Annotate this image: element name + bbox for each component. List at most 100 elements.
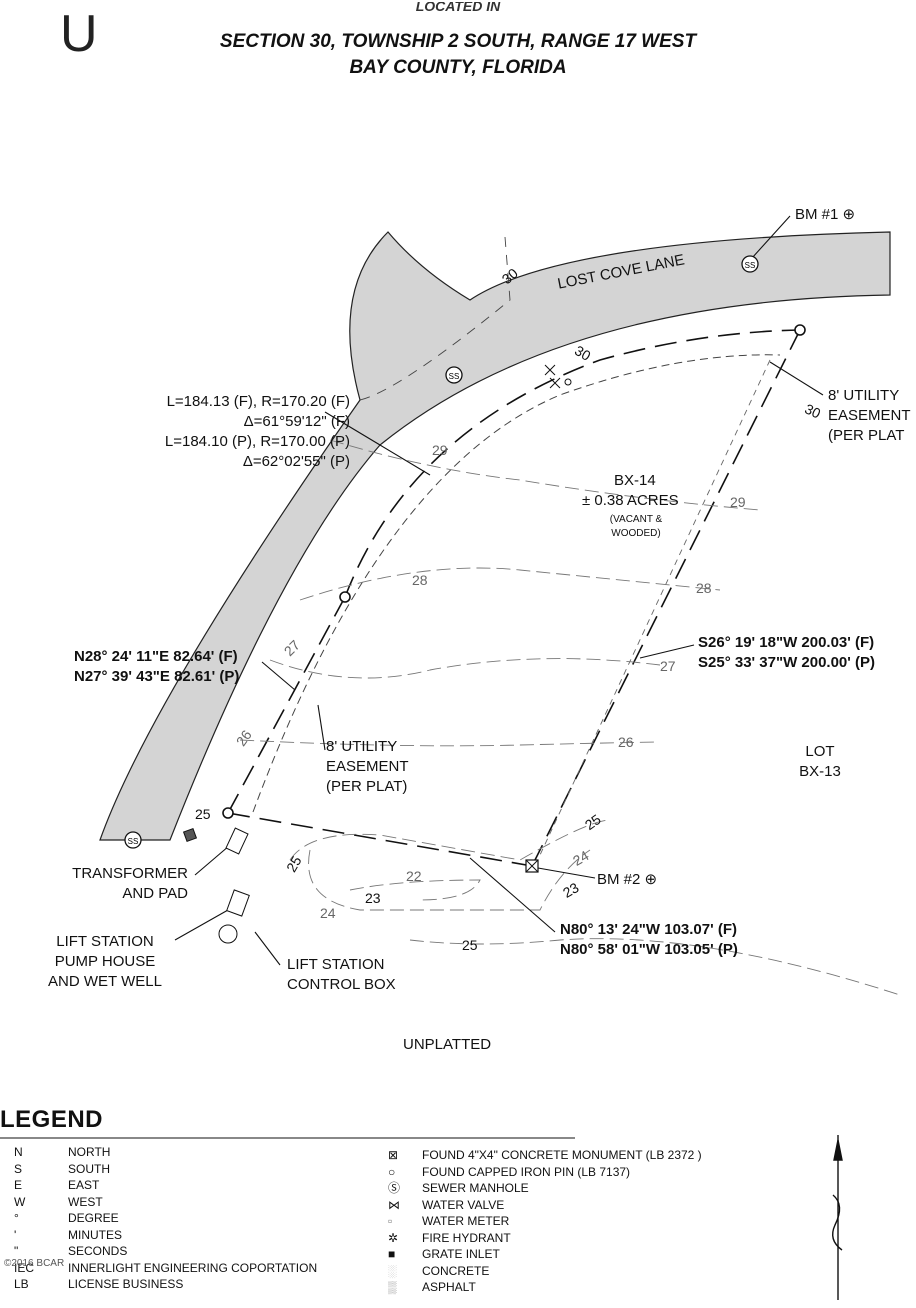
bm2-label: BM #2 ⊕ — [597, 870, 657, 890]
curve-line: L=184.10 (P), R=170.00 (P) — [164, 433, 350, 450]
contour-label: 24 — [320, 905, 336, 921]
legend-text: SECONDS — [68, 1244, 128, 1258]
benchmark-icon: ⊕ — [842, 206, 856, 223]
legend-code: ° — [14, 1211, 19, 1225]
legend-code: N — [14, 1145, 23, 1159]
legend-code: E — [14, 1178, 23, 1192]
curve-line: L=184.13 (F), R=170.20 (F) — [166, 393, 350, 410]
leader-control — [254, 931, 281, 966]
legend-row: ⋈WATER VALVE — [388, 1197, 702, 1214]
sewer-manhole-icon: SS — [445, 366, 463, 384]
legend-text: WEST — [68, 1194, 103, 1209]
contour-label: 28 — [412, 572, 428, 588]
legend-code: S — [14, 1161, 23, 1176]
legend-code: ' — [14, 1227, 17, 1242]
north-arrow — [832, 1135, 843, 1300]
bearing-field: N28° 24' 11"E 82.64' (F) — [74, 648, 238, 665]
benchmark-icon: ⊕ — [644, 871, 658, 888]
water-valve-icon — [544, 364, 572, 389]
svg-text:SS: SS — [128, 837, 139, 846]
bearing-plat: N80° 58' 01"W 103.05' (P) — [560, 941, 738, 958]
legend-code: IEC — [14, 1260, 35, 1275]
control-box-label: LIFT STATION CONTROL BOX — [287, 955, 396, 995]
lot-adjacent-2: BX-13 — [799, 763, 841, 780]
legend-text: FOUND 4"X4" CONCRETE MONUMENT (LB 2372 ) — [422, 1148, 702, 1162]
control-line-1: LIFT STATION — [287, 956, 385, 973]
lift-station-label: LIFT STATION PUMP HOUSE AND WET WELL — [40, 932, 170, 992]
curve-data: L=184.13 (F), R=170.20 (F) Δ=61°59'12" (… — [116, 392, 350, 472]
east-bearing: S26° 19' 18"W 200.03' (F) S25° 33' 37"W … — [698, 633, 875, 673]
contour-label: 23 — [365, 890, 381, 906]
curve-line: Δ=61°59'12" (F) — [243, 413, 350, 430]
contour-label: 27 — [660, 658, 676, 674]
contour-25a — [289, 819, 611, 861]
leader-bm1 — [751, 215, 791, 259]
iron-pin-icon — [794, 324, 806, 336]
legend-code: LB — [14, 1277, 29, 1291]
header-partial: LOCATED IN — [415, 2, 501, 14]
contour-24 — [308, 849, 591, 911]
leader-south-bearing — [469, 857, 556, 933]
legend-row: E EAST — [14, 1177, 317, 1194]
boundary-west — [227, 596, 346, 814]
legend-text: GRATE INLET — [422, 1247, 500, 1261]
bearing-plat: S25° 33' 37"W 200.00' (P) — [698, 654, 876, 671]
lot-status-2: WOODED) — [611, 528, 661, 539]
sewer-manhole-icon: Ⓢ — [388, 1181, 401, 1195]
asphalt-hatch-icon: ▒ — [388, 1280, 397, 1294]
contour-25b — [409, 938, 901, 996]
bearing-field: N80° 13' 24"W 103.07' (F) — [560, 921, 737, 938]
bearing-field: S26° 19' 18"W 200.03' (F) — [698, 634, 875, 651]
iron-pin-icon: ○ — [388, 1164, 396, 1179]
leader-east-bearing — [639, 644, 695, 659]
lot-status: (VACANT & WOODED) — [596, 513, 676, 541]
leader-west-bearing — [261, 661, 296, 691]
legend-row: ✲FIRE HYDRANT — [388, 1230, 702, 1247]
south-bearing: N80° 13' 24"W 103.07' (F) N80° 58' 01"W … — [560, 920, 738, 960]
contour-label: 25 — [462, 937, 478, 953]
corner-letter: U — [60, 5, 98, 63]
legend-text: EAST — [68, 1178, 100, 1192]
west-bearing: N28° 24' 11"E 82.64' (F) N27° 39' 43"E 8… — [74, 647, 239, 687]
boundary-curve — [344, 329, 801, 598]
transformer-pad — [225, 827, 249, 855]
contour-label: 29 — [432, 442, 448, 458]
contour-label: 28 — [696, 580, 712, 596]
legend-row: ○ FOUND CAPPED IRON PIN (LB 7137) — [388, 1164, 702, 1181]
lot-status-1: (VACANT & — [609, 514, 663, 525]
easement-line — [252, 354, 781, 813]
grate-inlet-icon: ■ — [388, 1247, 396, 1261]
iron-pin-icon — [339, 591, 351, 603]
legend-title: LEGEND — [0, 1106, 104, 1133]
wet-well — [218, 924, 238, 944]
transformer-line-2: AND PAD — [122, 885, 188, 902]
bm1-label: BM #1 ⊕ — [795, 205, 855, 225]
easement-line-1: 8' UTILITY — [828, 387, 900, 404]
legend-row: 'MINUTES — [14, 1227, 317, 1244]
leader-lift — [174, 909, 229, 941]
leader-easement-mid — [317, 704, 326, 751]
easement-line-1: 8' UTILITY — [326, 738, 398, 755]
sewer-manhole-icon: SS — [741, 255, 759, 273]
water-valve-icon: ⋈ — [388, 1197, 400, 1212]
contour-label: 25 — [195, 806, 211, 822]
contour-28 — [299, 567, 721, 601]
easement-line-2: EASEMENT — [828, 407, 911, 424]
legend-row: °DEGREE — [14, 1210, 317, 1227]
svg-text:SS: SS — [449, 372, 460, 381]
legend-text: FOUND CAPPED IRON PIN (LB 7137) — [422, 1164, 631, 1179]
curve-line: Δ=62°02'55" (P) — [242, 453, 350, 470]
control-line-2: CONTROL BOX — [287, 976, 396, 993]
leader-curve — [324, 411, 431, 476]
legend-row: ⊠FOUND 4"X4" CONCRETE MONUMENT (LB 2372 … — [388, 1147, 702, 1164]
legend-right: ⊠FOUND 4"X4" CONCRETE MONUMENT (LB 2372 … — [388, 1147, 702, 1296]
legend-row: ■ GRATE INLET — [388, 1246, 702, 1263]
grate-inlet-icon — [182, 827, 198, 843]
